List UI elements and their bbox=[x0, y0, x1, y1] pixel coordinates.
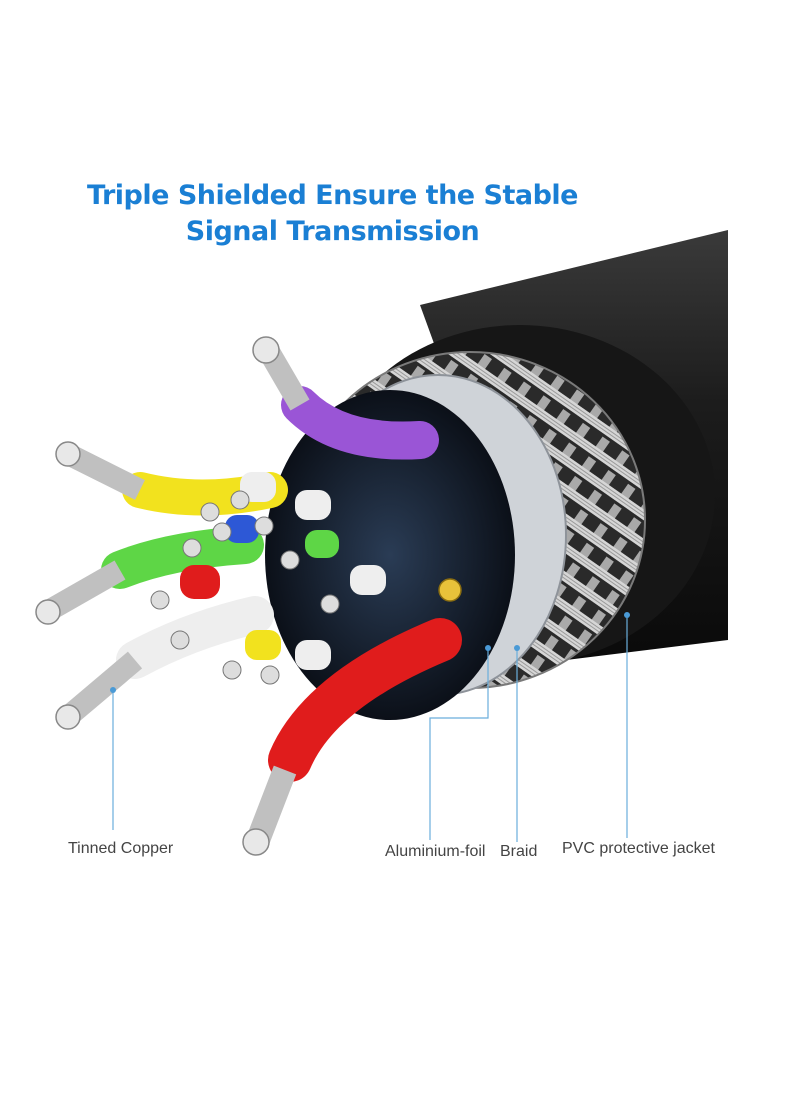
callout-dot bbox=[110, 687, 116, 693]
page-subtitle: Signal Transmission bbox=[185, 216, 480, 247]
wire-purple bbox=[252, 336, 439, 460]
callout-aluminium-foil bbox=[429, 648, 489, 840]
wire-yellow bbox=[55, 441, 288, 516]
label-braid: Braid bbox=[500, 843, 538, 860]
wire-red bbox=[242, 618, 462, 856]
callout-dot bbox=[624, 612, 630, 618]
inner-pair-green bbox=[280, 530, 339, 570]
strand-end bbox=[182, 538, 202, 558]
label-tinned-copper: Tinned Copper bbox=[68, 840, 174, 857]
callout-dot bbox=[514, 645, 520, 651]
wire-green bbox=[35, 526, 264, 625]
strand-end bbox=[200, 502, 220, 522]
wire-white bbox=[55, 596, 274, 730]
inner-pair-blue bbox=[212, 515, 259, 543]
callout-lines bbox=[112, 615, 628, 842]
inner-pair-white-2 bbox=[254, 490, 331, 536]
strand-end bbox=[170, 630, 190, 650]
callout-dot bbox=[485, 645, 491, 651]
inner-pair-yellow bbox=[222, 630, 281, 680]
page-title: Triple Shielded Ensure the Stable bbox=[87, 180, 578, 211]
inner-pair-white-4 bbox=[260, 640, 331, 685]
inner-pair-white-3 bbox=[320, 565, 386, 614]
label-pvc-jacket: PVC protective jacket bbox=[562, 840, 715, 857]
drain-wire-end bbox=[438, 578, 462, 602]
inner-pair-white-1 bbox=[230, 472, 276, 510]
label-aluminium-foil: Aluminium-foil bbox=[385, 843, 486, 860]
inner-pair-red bbox=[150, 565, 220, 610]
